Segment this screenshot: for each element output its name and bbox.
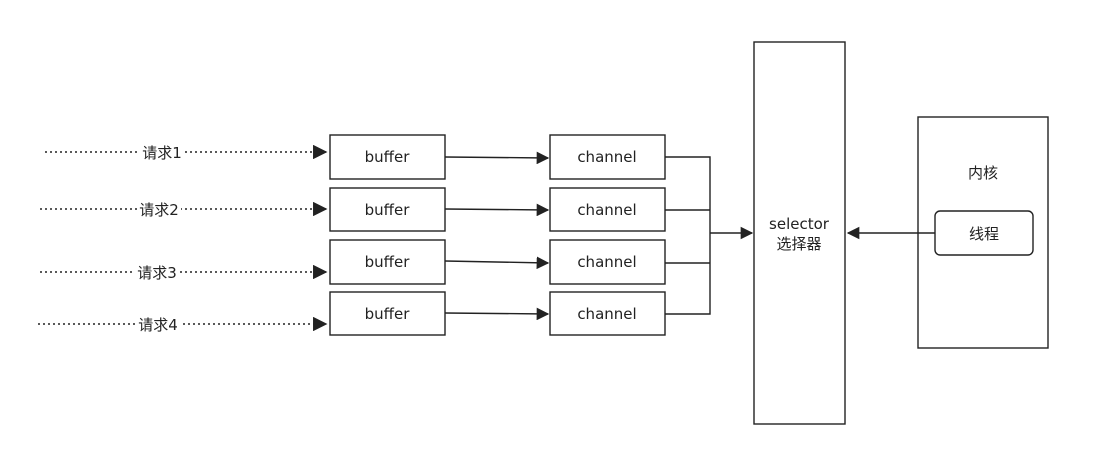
request-arrow-2: 请求2 (40, 200, 328, 219)
selector-label-cn: 选择器 (776, 235, 821, 253)
channel-box-4[interactable]: channel (549, 291, 666, 336)
request-label-1: 请求1 (142, 144, 182, 162)
request-arrow-1: 请求1 (45, 143, 328, 162)
buffer-label-4: buffer (365, 305, 411, 323)
channel-selector-connector (665, 156, 754, 315)
kernel-title: 内核 (968, 164, 998, 182)
channel-label-1: channel (577, 148, 636, 166)
request-label-3: 请求3 (137, 264, 177, 282)
thread-label: 线程 (969, 225, 999, 243)
channel-label-4: channel (577, 305, 636, 323)
channel-label-2: channel (577, 201, 636, 219)
buffer-channel-arrow-2 (444, 203, 550, 217)
selector-label: selector (769, 215, 830, 233)
buffer-box-1[interactable]: buffer (329, 134, 446, 180)
request-arrow-3: 请求3 (40, 263, 328, 282)
request-label-2: 请求2 (139, 201, 179, 219)
buffer-channel-arrow-4 (444, 307, 550, 321)
buffer-box-3[interactable]: buffer (329, 239, 446, 285)
buffer-label-3: buffer (365, 253, 411, 271)
buffer-box-4[interactable]: buffer (329, 291, 446, 336)
channel-label-3: channel (577, 253, 636, 271)
request-arrow-4: 请求4 (38, 315, 328, 334)
request-label-4: 请求4 (138, 316, 178, 334)
selector-box[interactable]: selector 选择器 (753, 41, 846, 425)
buffer-label-2: buffer (365, 201, 411, 219)
channel-box-1[interactable]: channel (549, 134, 666, 180)
buffer-box-2[interactable]: buffer (329, 187, 446, 232)
channel-box-2[interactable]: channel (549, 187, 666, 232)
thread-box[interactable]: 线程 (934, 210, 1034, 256)
buffer-channel-arrow-1 (444, 151, 550, 165)
channel-box-3[interactable]: channel (549, 239, 666, 285)
buffer-label-1: buffer (365, 148, 411, 166)
buffer-channel-arrow-3 (444, 256, 550, 270)
